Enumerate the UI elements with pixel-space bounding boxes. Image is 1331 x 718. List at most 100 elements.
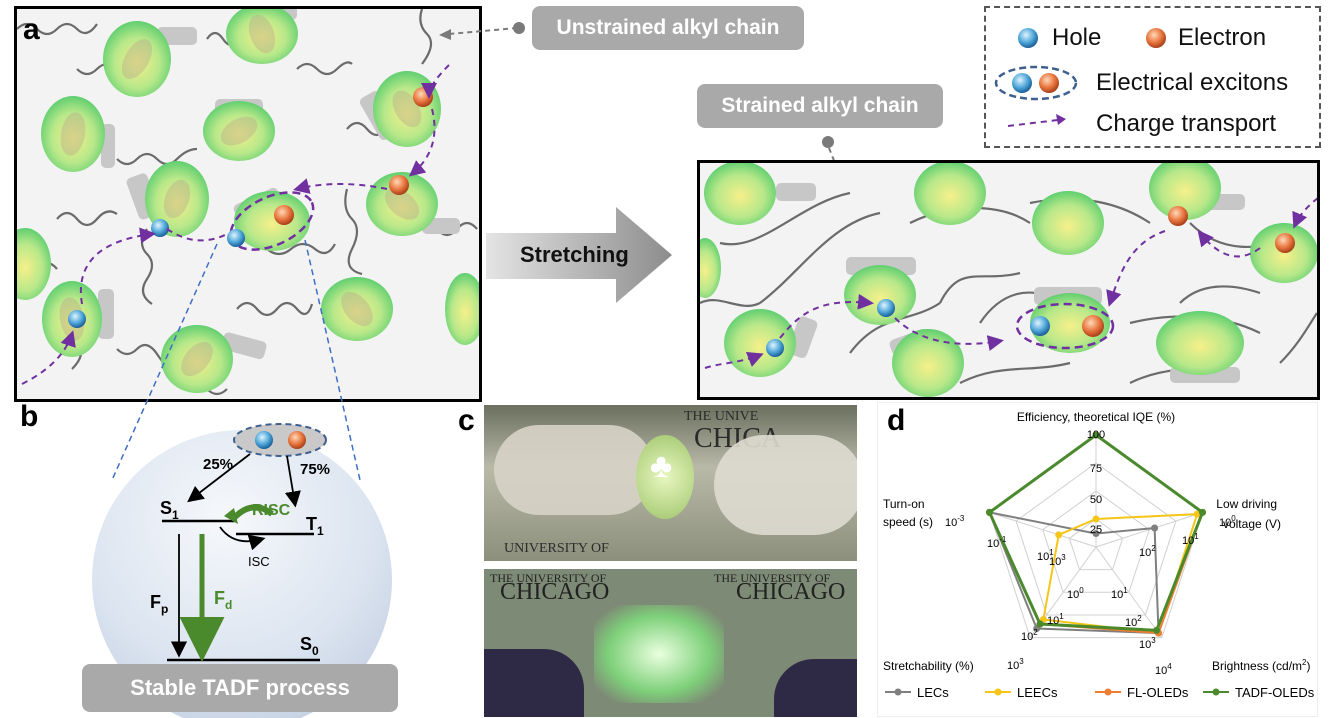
tick-bright-1: 101 bbox=[1111, 586, 1128, 601]
axis-label-turnon-1: Turn-on bbox=[883, 497, 925, 511]
strained-chain-callout: Strained alkyl chain bbox=[697, 84, 943, 128]
legend-box: Hole Electron Electrical excitons Charge… bbox=[984, 6, 1321, 148]
tick-turnon-1: 101 bbox=[1037, 548, 1054, 563]
zoom-connector-lines bbox=[111, 240, 361, 481]
photo-bottom-caption-1: THE UNIVERSITY OF bbox=[490, 571, 607, 585]
radar-axis-line bbox=[1095, 546, 1163, 638]
photo-top-caption-3: UNIVERSITY OF bbox=[504, 541, 609, 556]
tick-stretch-0: 100 bbox=[1067, 586, 1084, 601]
axis-label-stretchability: Stretchability (%) bbox=[883, 659, 974, 673]
axis-label-turnon-2: speed (s) bbox=[883, 515, 933, 529]
radar-point-lecs bbox=[1151, 524, 1159, 532]
legend-hole-icon bbox=[1018, 28, 1038, 48]
panel-b-diagram: 25% 75% S1 T1 RISC ISC Fp Fd S0 bbox=[92, 423, 392, 718]
legend-exciton-ring bbox=[994, 65, 1078, 101]
radar-grid bbox=[988, 434, 1204, 639]
stretching-label: Stretching bbox=[520, 242, 629, 267]
axis-label-voltage-2: voltage (V) bbox=[1223, 517, 1281, 531]
photo-bottom: THE UNIVERSITY OF CHICAGO THE UNIVERSITY… bbox=[484, 569, 857, 717]
fp-label: Fp bbox=[150, 592, 168, 616]
radar-axis-line bbox=[1095, 511, 1203, 548]
branch-arrow-singlet bbox=[187, 453, 251, 503]
legend-transport-arrow bbox=[1007, 119, 1059, 127]
panel-d-letter: d bbox=[887, 404, 906, 437]
led-array bbox=[594, 605, 724, 703]
tick-eff-100: 100 bbox=[1087, 429, 1105, 441]
t1-label: T1 bbox=[306, 514, 324, 538]
hole-charge bbox=[227, 229, 245, 247]
axis-label-voltage-1: Low driving bbox=[1216, 497, 1277, 511]
tick-volt-0: 100 bbox=[1219, 514, 1236, 529]
tick-volt-1: 101 bbox=[1182, 532, 1199, 547]
stable-tadf-banner: Stable TADF process bbox=[82, 664, 398, 712]
tick-turnon-3: 103 bbox=[1049, 553, 1066, 568]
strained-illustration bbox=[700, 163, 1317, 397]
radar-series-lecs bbox=[987, 511, 1160, 635]
radar-chart: Efficiency, theoretical IQE (%) Low driv… bbox=[883, 410, 1315, 700]
legend-lecs: LECs bbox=[917, 685, 949, 700]
fd-label: Fd bbox=[214, 588, 232, 612]
isc-label: ISC bbox=[248, 554, 270, 569]
radar-series bbox=[985, 431, 1207, 637]
radar-point-tadf-oleds bbox=[1199, 508, 1207, 516]
radar-point-tadf-oleds bbox=[1153, 626, 1161, 634]
legend-fl-oleds: FL-OLEDs bbox=[1127, 685, 1189, 700]
panel-a-illustration bbox=[0, 4, 485, 396]
pct-25-label: 25% bbox=[203, 456, 233, 473]
tick-bright-2: 102 bbox=[1125, 614, 1142, 629]
electron-charge bbox=[274, 205, 294, 225]
radar-series-tadf-oleds bbox=[987, 433, 1205, 632]
radar-grid-ring bbox=[1015, 462, 1177, 616]
strained-molecules bbox=[700, 163, 1317, 397]
panel-c-letter: c bbox=[458, 404, 475, 437]
clover-device bbox=[636, 435, 694, 519]
s1-label: S1 bbox=[160, 498, 179, 522]
tick-stretch-1: 101 bbox=[1047, 612, 1064, 627]
legend-transport-label: Charge transport bbox=[1096, 110, 1277, 137]
panel-a-letter: a bbox=[23, 13, 40, 46]
legend-symbols bbox=[994, 28, 1166, 127]
panel-b-letter: b bbox=[20, 400, 39, 433]
panel-a: a bbox=[0, 4, 485, 402]
radar-legend: LECs LEECs FL-OLEDs TADF-OLEDs bbox=[885, 685, 1315, 700]
unstrained-callout-pointer bbox=[439, 22, 525, 40]
pct-75-label: 75% bbox=[300, 461, 330, 478]
stretching-arrow bbox=[486, 207, 672, 303]
photo-top-caption-1: THE UNIVE bbox=[684, 409, 759, 424]
tick-bright-3: 103 bbox=[1139, 636, 1156, 651]
glove bbox=[484, 649, 584, 717]
finger-right bbox=[714, 435, 857, 535]
tick-turnon-m1: 10-1 bbox=[987, 535, 1007, 550]
exciton-pair bbox=[233, 423, 327, 457]
legend-leecs: LEECs bbox=[1017, 685, 1058, 700]
legend-electron-icon bbox=[1146, 28, 1166, 48]
legend-exciton-label: Electrical excitons bbox=[1096, 69, 1289, 96]
radar-point-lecs bbox=[1092, 530, 1100, 538]
tick-stretch-3: 103 bbox=[1007, 657, 1024, 672]
tick-eff-25: 25 bbox=[1090, 524, 1102, 536]
tick-volt-2: 102 bbox=[1139, 544, 1156, 559]
radar-point-tadf-oleds bbox=[1036, 620, 1044, 628]
legend-tadf-oleds: TADF-OLEDs bbox=[1235, 685, 1315, 700]
unstrained-chain-callout: Unstrained alkyl chain bbox=[532, 6, 804, 50]
tick-stretch-2: 102 bbox=[1021, 628, 1038, 643]
radar-point-tadf-oleds bbox=[985, 508, 993, 516]
radar-grid-ring bbox=[1042, 490, 1150, 593]
electron-charge bbox=[413, 87, 433, 107]
legend-hole-label: Hole bbox=[1052, 24, 1102, 51]
finger-left bbox=[494, 425, 654, 515]
radar-point-leecs bbox=[1055, 531, 1063, 539]
radar-point-leecs bbox=[1092, 515, 1100, 523]
electron-charge bbox=[389, 175, 409, 195]
radar-point-tadf-oleds bbox=[1092, 431, 1100, 439]
hole-charge bbox=[68, 310, 86, 328]
panel-a-strained bbox=[697, 160, 1320, 400]
s0-label: S0 bbox=[300, 634, 319, 658]
strained-exciton-ring bbox=[1015, 302, 1115, 350]
radar-grid-ring bbox=[1068, 518, 1124, 571]
branch-arrow-triplet bbox=[284, 455, 301, 508]
tick-eff-50: 50 bbox=[1090, 494, 1102, 506]
radar-point-leecs bbox=[1193, 510, 1201, 518]
axis-label-brightness: Brightness (cd/m2) bbox=[1212, 658, 1310, 673]
charge-transport-paths bbox=[21, 64, 450, 385]
